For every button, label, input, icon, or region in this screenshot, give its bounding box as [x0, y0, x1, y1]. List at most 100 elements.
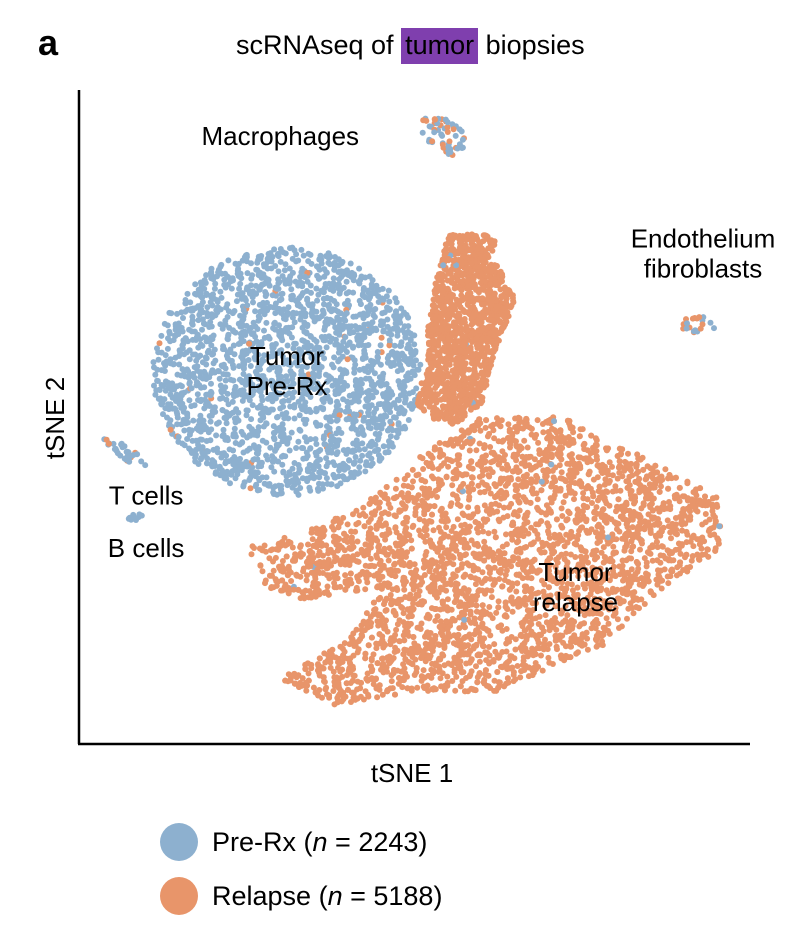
point-tumor-relapse-main-body [467, 465, 474, 471]
point-tumor-pre-rx [334, 449, 341, 456]
point-tumor-pre-rx [395, 378, 402, 385]
point-tumor-pre-rx [313, 441, 320, 447]
point-tumor-relapse-upper-lobe [446, 391, 453, 398]
point-tumor-pre-rx [152, 371, 159, 378]
point-tumor-pre-rx [181, 404, 188, 411]
point-tumor-pre-rx [243, 412, 250, 419]
point-tumor-pre-rx [378, 379, 385, 386]
point-tumor-pre-rx [359, 356, 366, 362]
point-tumor-pre-rx [174, 310, 180, 317]
point-tumor-pre-rx [323, 475, 330, 482]
chart-title: scRNAseq of tumor biopsies [236, 28, 585, 64]
point-tumor-pre-rx [234, 267, 241, 274]
point-tumor-pre-rx [206, 374, 213, 381]
point-tumor-pre-rx [362, 367, 368, 374]
point-tumor-pre-rx [211, 285, 218, 292]
point-tumor-relapse-upper-lobe [495, 337, 502, 344]
point-tumor-pre-rx [299, 290, 306, 296]
point-tumor-pre-rx [290, 345, 297, 352]
title-suffix: biopsies [478, 30, 585, 60]
point-tumor-relapse-upper-lobe [489, 247, 496, 254]
point-tumor-pre-rx [167, 417, 174, 424]
point-tumor-pre-rx [182, 300, 189, 307]
point-tumor-pre-rx [316, 480, 322, 487]
point-tumor-relapse-upper-lobe [439, 326, 445, 333]
point-tumor-pre-rx [328, 375, 335, 382]
point-tumor-relapse-upper-lobe [480, 384, 486, 390]
point-tumor-pre-rx [235, 273, 242, 280]
point-tumor-pre-rx [359, 274, 366, 281]
point-tumor-pre-rx [407, 336, 414, 343]
point-tumor-pre-rx [239, 323, 245, 330]
point-tumor-pre-rx [346, 416, 353, 422]
point-tumor-pre-rx [309, 471, 316, 478]
point-tumor-relapse-upper-lobe [467, 406, 474, 413]
point-tumor-relapse-upper-lobe [479, 394, 486, 401]
point-tumor-relapse-upper-lobe [485, 309, 492, 316]
point-tumor-pre-rx [331, 354, 338, 361]
point-tumor-pre-rx [178, 392, 185, 399]
point-tumor-pre-rx [271, 436, 278, 443]
point-tumor-pre-rx [275, 253, 282, 260]
point-tumor-relapse-main-body [410, 478, 416, 485]
point-tumor-pre-rx [373, 389, 380, 396]
point-tumor-relapse-main-body [687, 516, 694, 523]
point-tumor-pre-rx [405, 370, 412, 377]
point-tumor-pre-rx [387, 433, 394, 440]
point-tumor-pre-rx [162, 352, 169, 359]
point-tumor-pre-rx [309, 380, 316, 387]
point-macrophages [449, 121, 456, 128]
point-tumor-relapse-upper-lobe [440, 262, 447, 269]
point-tumor-pre-rx [342, 334, 349, 341]
point-tumor-relapse-upper-lobe [491, 290, 498, 297]
point-tumor-pre-rx [216, 306, 223, 313]
point-tumor-pre-rx [252, 483, 259, 490]
point-tumor-relapse-main-body [485, 530, 492, 537]
point-tumor-pre-rx [174, 421, 181, 428]
point-tumor-pre-rx [367, 294, 373, 301]
point-macrophages [445, 143, 452, 150]
point-tumor-pre-rx [356, 469, 363, 476]
point-tumor-relapse-upper-lobe [497, 276, 504, 283]
point-tumor-relapse-upper-lobe [471, 370, 478, 377]
point-tumor-pre-rx [179, 366, 186, 373]
point-tumor-pre-rx [199, 326, 205, 333]
point-tumor-relapse-main-body [430, 527, 437, 534]
point-tumor-pre-rx [289, 465, 296, 472]
point-tumor-pre-rx [380, 443, 387, 450]
point-tumor-pre-rx [356, 265, 363, 272]
point-tumor-pre-rx [171, 361, 178, 367]
point-tumor-pre-rx [387, 425, 394, 432]
point-tumor-relapse-upper-lobe [446, 399, 453, 406]
point-tumor-pre-rx [224, 349, 231, 356]
point-tumor-pre-rx [341, 466, 348, 473]
point-tumor-relapse-upper-lobe [479, 301, 485, 308]
point-tumor-pre-rx [326, 427, 332, 434]
point-tumor-pre-rx [227, 480, 233, 487]
point-tumor-relapse-main-body [400, 661, 407, 668]
point-tumor-pre-rx [359, 292, 366, 299]
point-tumor-pre-rx [208, 388, 214, 395]
point-tumor-pre-rx [357, 340, 363, 347]
point-tumor-relapse-upper-lobe [476, 273, 483, 280]
point-tumor-pre-rx [374, 358, 381, 365]
point-tumor-relapse-main-body [509, 608, 516, 615]
point-tumor-pre-rx [249, 381, 256, 388]
point-tumor-relapse-upper-lobe [449, 304, 456, 311]
point-tumor-pre-rx [229, 310, 236, 317]
point-tumor-pre-rx [351, 365, 358, 372]
point-tumor-pre-rx [192, 351, 199, 358]
point-tumor-pre-rx [154, 377, 161, 384]
point-tumor-pre-rx [364, 397, 371, 404]
point-tumor-pre-rx [379, 310, 386, 317]
point-tumor-relapse-upper-lobe [478, 327, 485, 334]
point-tumor-relapse-main-body [409, 466, 416, 473]
point-tumor-pre-rx [230, 433, 237, 440]
point-tumor-pre-rx [207, 292, 214, 299]
point-tumor-pre-rx [350, 289, 357, 296]
point-tumor-relapse-upper-lobe [425, 332, 431, 339]
point-tumor-pre-rx [375, 299, 382, 305]
point-tumor-relapse-upper-lobe [493, 262, 500, 269]
point-tumor-pre-rx [307, 282, 314, 289]
point-tumor-pre-rx [272, 300, 279, 307]
